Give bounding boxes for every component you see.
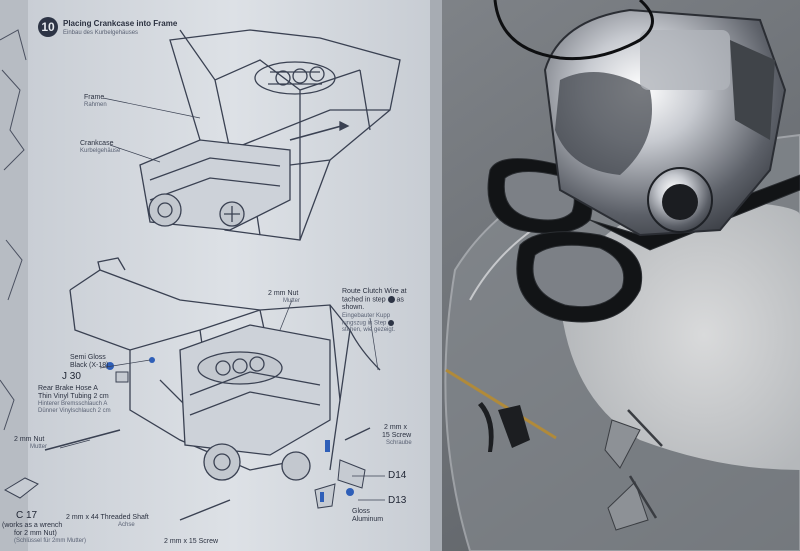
leader-lines-lower xyxy=(59,299,385,501)
chrome-engine-model xyxy=(543,8,787,237)
label-clutch-de-2: lungszug in Step xyxy=(342,320,395,328)
frame-drawing-lower xyxy=(44,257,381,521)
label-crankcase-de: Kurbelgehäuse xyxy=(80,148,121,154)
label-d13: D13 xyxy=(388,495,407,506)
label-hose-de-2: Dünner Vinylschlauch 2 cm xyxy=(38,408,111,414)
label-nut-top: 2 mm Nut xyxy=(268,290,299,297)
label-screw-right-1: 2 mm x xyxy=(384,424,407,431)
label-screw-right-2: 15 Screw xyxy=(382,432,412,439)
label-wrench-de: (Schlüssel für 2mm Mutter) xyxy=(14,538,87,544)
label-clutch-line-3: shown. xyxy=(342,304,365,311)
engine-drawing-lower xyxy=(179,324,331,481)
label-clutch-de-1: Eingebauter Kupp xyxy=(342,313,391,319)
label-clutch-de-3: stehen, wie gezeigt. xyxy=(342,327,396,333)
metal-brackets xyxy=(604,409,663,531)
label-clutch-line-2: tached in step as xyxy=(342,296,404,304)
left-page-drawing xyxy=(0,29,27,431)
label-frame: Frame xyxy=(84,94,105,101)
label-hose-de-1: Hinterer Bremsschlauch A xyxy=(38,401,108,407)
small-parts-lower xyxy=(3,371,366,509)
label-c17: C 17 xyxy=(16,510,38,521)
label-nut-left: 2 mm Nut xyxy=(14,436,45,443)
label-screw-bottom: 2 mm x 15 Screw xyxy=(164,538,219,545)
label-semi-gloss-2: Black (X-18) xyxy=(70,362,109,369)
label-semi-gloss-1: Semi Gloss xyxy=(70,354,106,361)
crankcase-drawing-upper xyxy=(139,139,291,231)
label-clutch-line-1: Route Clutch Wire at xyxy=(342,288,407,295)
label-wrench-1: (works as a wrench xyxy=(2,522,63,529)
step-title: Placing Crankcase into Frame xyxy=(63,19,178,28)
label-frame-de: Rahmen xyxy=(84,102,107,108)
label-wrench-2: for 2 mm Nut) xyxy=(14,530,57,537)
left-page-edge xyxy=(0,0,30,551)
leader-lines-upper xyxy=(102,97,201,163)
label-j30: J 30 xyxy=(62,371,81,382)
paint-markers xyxy=(106,357,354,502)
step-title-de: Einbau des Kurbelgehäuses xyxy=(63,30,139,36)
label-threaded-shaft: 2 mm x 44 Threaded Shaft xyxy=(66,514,149,521)
label-hose-2: Thin Vinyl Tubing 2 cm xyxy=(38,393,109,400)
black-wire xyxy=(493,0,654,61)
label-gloss-1: Gloss xyxy=(352,508,370,515)
step-number-badge: 10 xyxy=(38,17,58,37)
label-nut-left-de: Mutter xyxy=(30,444,48,450)
label-threaded-shaft-de: Achse xyxy=(118,522,135,528)
brass-rod xyxy=(445,368,557,440)
label-d14: D14 xyxy=(388,470,407,481)
label-crankcase: Crankcase xyxy=(80,140,114,147)
label-screw-right-de: Schraube xyxy=(386,440,412,446)
label-hose-1: Rear Brake Hose A xyxy=(38,385,98,392)
small-black-parts xyxy=(478,402,530,452)
label-gloss-2: Aluminum xyxy=(352,516,384,523)
label-nut-top-de: Mutter xyxy=(283,298,301,304)
page-fold xyxy=(430,0,442,551)
